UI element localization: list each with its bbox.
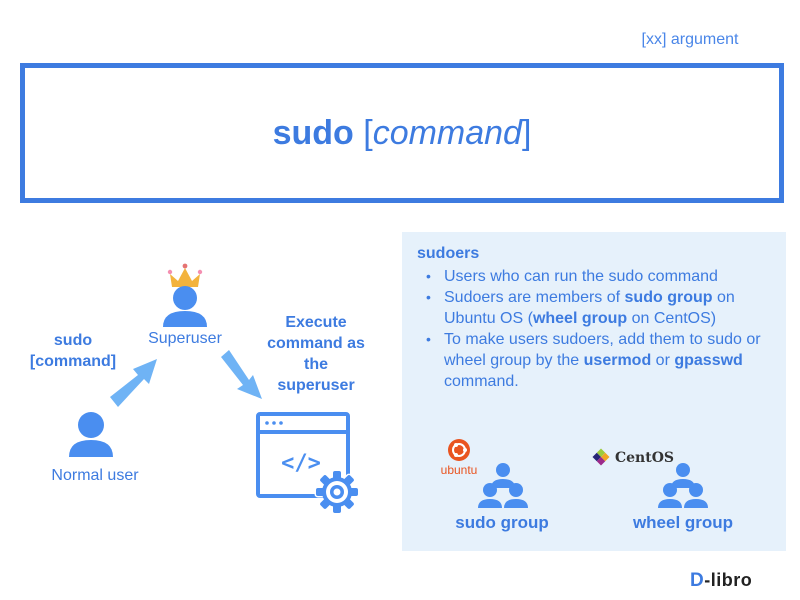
bullet3-part-c: or	[651, 352, 675, 369]
bullet2-part-e: on CentOS)	[627, 310, 717, 327]
syntax-bracket-open: [	[363, 113, 373, 152]
bullet2-sudo-group: sudo group	[624, 289, 713, 306]
arrow-up-icon	[110, 359, 157, 407]
sudo-group-icon	[478, 463, 528, 508]
centos-logo-text: CentOS	[615, 450, 674, 466]
brand-d: D	[690, 570, 705, 591]
bullet3-part-a: To make users sudoers, add them to sudo …	[444, 331, 761, 369]
brand-rest: -libro	[704, 570, 753, 590]
bullet3-usermod: usermod	[583, 352, 652, 369]
ubuntu-logo-text: ubuntu	[441, 463, 478, 477]
sudoers-title: sudoers	[417, 245, 480, 262]
list-item: Sudoers are members of sudo group on Ubu…	[424, 287, 774, 329]
syntax-text: sudo [command]	[273, 114, 532, 153]
execute-line2: command as	[267, 335, 365, 352]
sudoers-list: Users who can run the sudo command Sudoe…	[424, 266, 774, 392]
sudoers-panel: sudoers Users who can run the sudo comma…	[402, 232, 786, 551]
wheel-group-icon	[658, 463, 708, 508]
bullet2-part-c: on Ubuntu OS (	[444, 289, 735, 327]
execute-line3: the	[304, 356, 328, 373]
bullet1-text: Users who can run the sudo command	[444, 268, 718, 285]
crown-icon	[167, 263, 203, 287]
terminal-symbol: </>	[281, 451, 321, 476]
bullet2-wheel-group: wheel group	[532, 310, 628, 327]
gear-icon	[314, 469, 360, 515]
ubuntu-logo-icon: ubuntu	[441, 439, 478, 477]
bullet3-gpasswd: gpasswd	[674, 352, 743, 369]
bullet2-part-a: Sudoers are members of	[444, 289, 625, 306]
sudo-label-line2: [command]	[29, 353, 117, 370]
execute-line1: Execute	[285, 314, 347, 331]
execute-label: Execute command as the superuser	[252, 312, 380, 396]
sudo-group-label: sudo group	[455, 513, 549, 532]
list-item: To make users sudoers, add them to sudo …	[424, 329, 774, 392]
wheel-group-label: wheel group	[632, 513, 734, 532]
syntax-command: sudo	[272, 113, 354, 152]
normal-user-icon	[69, 412, 113, 457]
execute-line4: superuser	[277, 377, 355, 394]
syntax-bracket-close: ]	[521, 113, 532, 152]
syntax-argument: command	[372, 113, 522, 152]
list-item: Users who can run the sudo command	[424, 266, 774, 287]
sudo-command-label: sudo [command]	[18, 330, 128, 372]
superuser-label: Superuser	[148, 330, 222, 347]
arrow-down-icon	[221, 350, 262, 399]
normal-user-label: Normal user	[51, 467, 139, 484]
syntax-box: sudo [command]	[20, 63, 784, 203]
superuser-icon	[163, 286, 207, 327]
brand-logo: D-libro	[690, 570, 752, 592]
sudo-label-line1: sudo	[53, 332, 93, 349]
centos-logo-icon: CentOS	[592, 448, 674, 466]
groups-graphic: ubuntu CentOS	[441, 439, 708, 508]
bullet3-part-e: command.	[444, 373, 519, 390]
legend: [xx] argument	[641, 31, 739, 48]
